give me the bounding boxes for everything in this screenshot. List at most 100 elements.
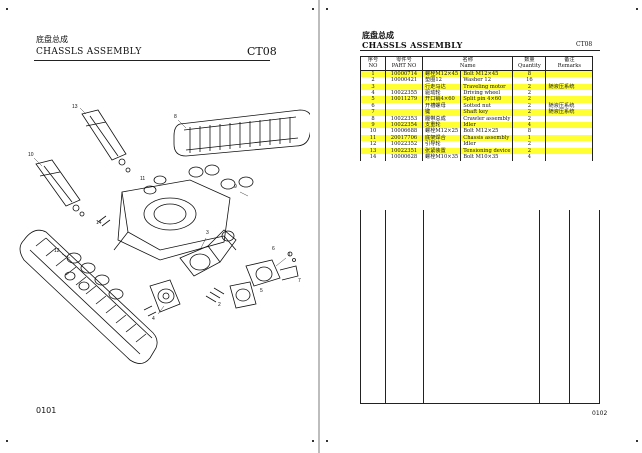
row-name-en: Bolt M12×25 (460, 128, 514, 135)
table-empty-area (360, 210, 600, 404)
row-quantity: 8 (512, 70, 547, 78)
driving-wheel (149, 279, 181, 313)
callout-label: 3 (206, 230, 209, 236)
row-name-cn: 键 (421, 109, 462, 116)
row-name-cn: 支重轮 (421, 122, 462, 129)
traveling-motor (179, 229, 237, 277)
corner-mark (312, 440, 314, 442)
callout-label: 9 (234, 184, 237, 190)
callout-label: 14 (96, 220, 102, 226)
row-remarks (545, 147, 594, 155)
corner-mark (326, 8, 328, 10)
row-part-no: 10000714 (385, 70, 423, 78)
callout-label: 11 (140, 176, 145, 182)
col-part-cn: 零件号 (385, 56, 423, 64)
row-remarks (545, 70, 594, 78)
row-name-cn: 垫圈12 (421, 77, 462, 84)
page-number: 0102 (592, 410, 608, 417)
row-name-cn: 螺栓M10×35 (421, 154, 462, 161)
col-qty-en: Quantity (512, 63, 547, 71)
corner-mark (636, 440, 638, 442)
row-name-en: Chassis assembly (460, 134, 514, 142)
section-code: CT08 (247, 45, 277, 58)
corner-mark (6, 440, 8, 442)
section-title-en: CHASSLS ASSEMBLY (362, 40, 463, 50)
bolts (97, 215, 225, 317)
row-name-cn: 驱动轮 (421, 90, 462, 97)
row-name-cn: 开槽螺母 (421, 102, 462, 110)
corner-mark (326, 440, 328, 442)
parts-table: 序号 零件号 名称 数量 备注 NO PART NO Name Quantity… (360, 56, 594, 161)
row-part-no: 10006688 (385, 128, 423, 135)
row-name-en: Crawler assembly (460, 115, 514, 123)
header-rule (360, 50, 600, 51)
row-name-en: Tensioning device (460, 147, 514, 155)
section-code: CT08 (576, 41, 593, 48)
page-number: 0101 (36, 406, 57, 415)
row-remarks (545, 134, 594, 142)
callout-label: 12 (54, 248, 60, 254)
row-name-en: Driving wheel (460, 90, 514, 97)
tensioning-device-upper (81, 109, 131, 173)
header-rule (34, 60, 270, 61)
col-remarks-cn: 备注 (545, 56, 594, 64)
row-remarks: 随液压系统 (545, 109, 594, 116)
row-part-no: 10022352 (385, 141, 423, 148)
row-number: 1 (360, 70, 386, 78)
row-remarks (545, 128, 594, 135)
section-title-cn: 底盘总成 (362, 30, 394, 40)
callout-label: 2 (218, 302, 221, 308)
corner-mark (312, 8, 314, 10)
callout-label: 7 (298, 278, 301, 284)
col-part-en: PART NO (385, 63, 423, 71)
callout-label: 13 (72, 104, 78, 110)
row-remarks: 随液压系统 (545, 83, 594, 91)
upper-idler-wheels (143, 164, 254, 195)
row-name-en: Bolt M12×45 (460, 70, 514, 78)
row-remarks (545, 96, 594, 103)
row-number: 14 (360, 154, 386, 161)
col-qty-cn: 数量 (512, 56, 547, 64)
callout-leaders (33, 107, 287, 315)
col-name-en: Name (421, 63, 514, 71)
row-name-en: Split pin 4×60 (460, 96, 514, 103)
row-quantity: 4 (512, 154, 547, 161)
row-name-cn: 开口销4×60 (421, 96, 462, 103)
upper-crawler-track (173, 109, 310, 157)
row-remarks (545, 115, 594, 123)
chassis-frame (113, 179, 237, 261)
callout-label: 5 (260, 288, 263, 294)
row-remarks (545, 141, 594, 148)
row-name-cn: 行走马达 (421, 83, 462, 91)
row-remarks: 随液压系统 (545, 102, 594, 110)
driving-wheel-lower (229, 281, 257, 309)
motor-assembly-right (245, 251, 299, 287)
col-no-cn: 序号 (360, 56, 386, 64)
row-name-cn: 引导轮 (421, 141, 462, 148)
tensioning-device-lower (35, 159, 85, 217)
lower-crawler-track (19, 229, 158, 364)
row-remarks (545, 122, 594, 129)
row-name-en: Idler (460, 122, 514, 129)
callout-label: 6 (272, 246, 275, 252)
row-part-no: 10000421 (385, 77, 423, 84)
row-name-cn: 张紧装置 (421, 147, 462, 155)
row-name-en: Traveling motor (460, 83, 514, 91)
row-name-en: Bolt M10×35 (460, 154, 514, 161)
right-page: 底盘总成 CHASSLS ASSEMBLY CT08 序号 零件号 名称 数量 … (320, 0, 642, 453)
col-remarks-en: Remarks (545, 63, 594, 71)
row-name-cn: 螺栓M12×45 (421, 70, 462, 78)
corner-mark (6, 8, 8, 10)
section-title-en: CHASSLS ASSEMBLY (36, 47, 142, 57)
